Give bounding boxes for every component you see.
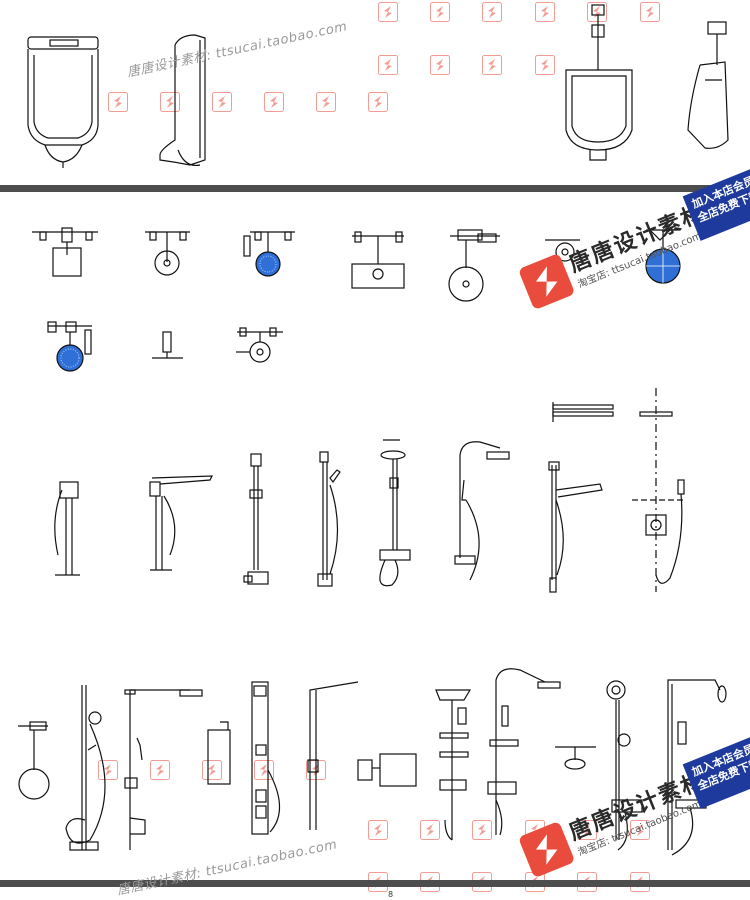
watermark-tile-icon (577, 820, 597, 840)
brand-stamp-bottom: 唐唐设计素材 淘宝店: ttsucai.taobao.com 加入本店会员 全店… (515, 735, 750, 895)
brand-logo-icon (517, 820, 576, 879)
thermostatic-valve-square (357, 753, 417, 787)
mixer-round-valve-plan (236, 327, 283, 363)
shower-panel-arc (307, 681, 359, 830)
watermark-tile-icon (378, 2, 398, 22)
watermark-tile-icon (368, 820, 388, 840)
watermark-tile-icon (108, 92, 128, 112)
watermark-tile-icon (378, 55, 398, 75)
shower-top-bar-plan (552, 402, 614, 422)
bath-spout-box (207, 721, 231, 785)
watermark-tile-icon (420, 820, 440, 840)
slide-bar-hand-shower (317, 451, 341, 587)
slide-bar-with-shelf (548, 461, 603, 593)
watermark-tile-icon (640, 2, 660, 22)
brand-stamp-top: 唐唐设计素材 淘宝店: ttsucai.taobao.com 加入本店会员 全店… (515, 167, 750, 327)
watermark-tile-icon (202, 760, 222, 780)
shower-column-arc-head-shelves (487, 668, 561, 836)
mixer-square-plan (32, 227, 98, 277)
watermark-tile-icon (160, 92, 180, 112)
watermark-tile-icon (212, 92, 232, 112)
watermark-tile-icon (482, 55, 502, 75)
floor-bath-filler-elevation (54, 481, 80, 576)
shower-bar-curly-hose (65, 685, 106, 851)
shower-column-square-head-shelves (435, 689, 472, 841)
shower-small-head-plan (545, 239, 580, 262)
concealed-shower-set-elevation (632, 388, 685, 592)
section-divider-bottom (0, 880, 750, 887)
floor-bath-filler-spout-elevation (149, 475, 213, 571)
section-divider-top (0, 185, 750, 192)
urinal-with-flush-valve (565, 4, 633, 161)
watermark-tile-icon (535, 55, 555, 75)
watermark-tile-icon (430, 2, 450, 22)
shower-bar-large-head-plan (448, 229, 500, 302)
watermark-tile-icon (587, 2, 607, 22)
shower-panel-vertical (251, 681, 281, 835)
ceiling-spray-blue-plan (645, 229, 681, 284)
urinal-side-with-valve (687, 21, 729, 149)
shower-head-square-plate-plan (351, 231, 405, 289)
watermark-tile-icon (264, 92, 284, 112)
urinal-front-view (27, 36, 99, 168)
shower-column-tall-rectangular-head (124, 689, 203, 850)
watermark-tile-icon (316, 92, 336, 112)
watermark-tile-icon (630, 820, 650, 840)
watermark-tile-icon (482, 2, 502, 22)
watermark-tile-icon (98, 760, 118, 780)
footer-mark: 8 (388, 890, 394, 899)
watermark-tile-icon (472, 820, 492, 840)
shower-column-arc-arm (454, 441, 510, 581)
watermark-tile-icon (368, 92, 388, 112)
brand-logo-icon (517, 252, 576, 311)
shower-column-arm-head-tub-spout (667, 679, 727, 856)
wall-round-shower-head (18, 721, 50, 800)
mixer-blue-spray-small-plan (47, 321, 92, 372)
slide-bar-with-mixer (243, 453, 269, 585)
shower-column-round-head-handheld (606, 680, 643, 851)
wall-spout-plan (152, 331, 183, 359)
watermark-tile-icon (150, 760, 170, 780)
watermark-tile-icon (254, 760, 274, 780)
watermark-tile-icon (535, 2, 555, 22)
watermark-tile-icon (430, 55, 450, 75)
urinal-side-view (159, 34, 206, 167)
shower-head-ring-side (555, 746, 596, 770)
mixer-with-blue-spray-plan (243, 231, 295, 277)
mixer-round-plan (145, 231, 190, 276)
shower-column-round-head (379, 439, 411, 587)
